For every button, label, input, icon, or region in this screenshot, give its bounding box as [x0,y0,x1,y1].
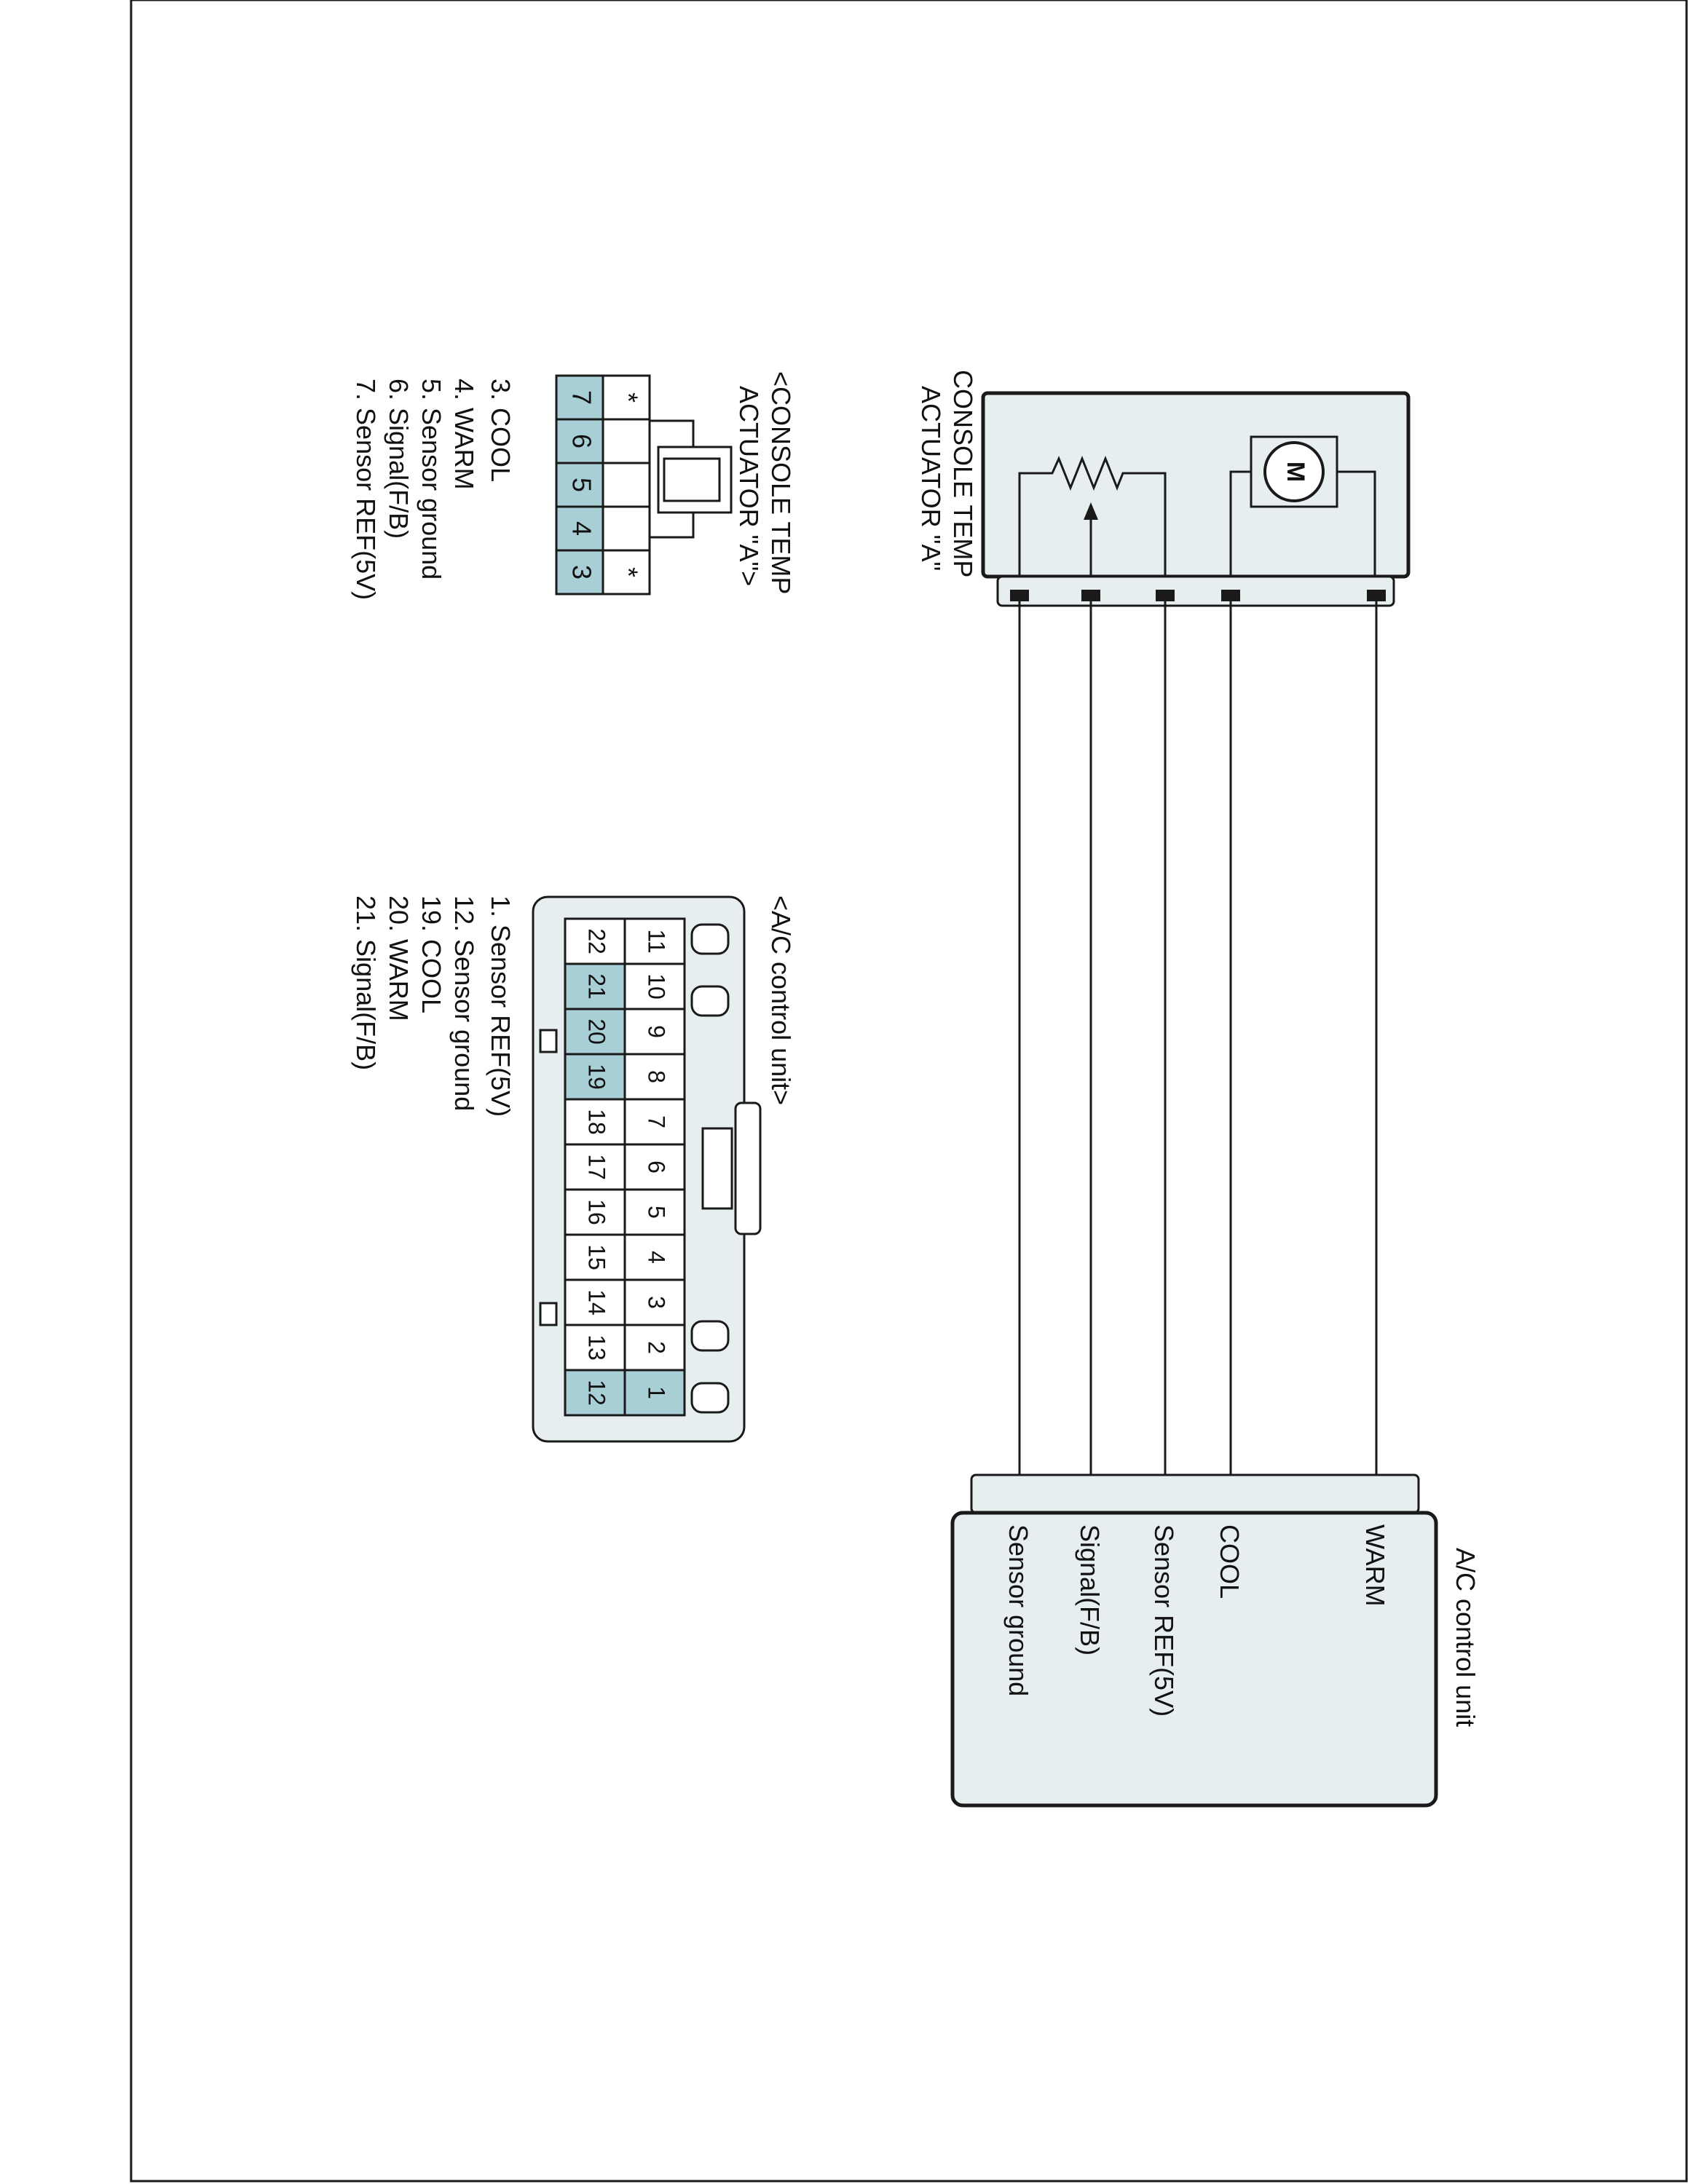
unit-connector-cell [623,1143,686,1191]
actuator-box [981,391,1411,579]
unit-legend-item: 12. Sensor ground [449,895,479,1111]
unit-connector-pin-number: 4 [644,1251,670,1264]
unit-connector-pin-number: 10 [644,973,670,1000]
wire-warm [1367,590,1386,1500]
actuator-legend-item: 7. Sensor REF(5V) [351,379,381,600]
actuator-connector-cell [602,462,651,508]
unit-connector-pin-number: 1 [644,1386,670,1399]
actuator-connector-title-line1: <CONSOLE TEMP [766,371,796,594]
unit-connector-pin-number: 16 [584,1199,610,1225]
unit-connector-pin-number: 7 [644,1115,670,1128]
unit-connector-pin-number: 19 [584,1064,610,1090]
unit-connector-cell [623,1008,686,1056]
actuator-legend-item: 3. COOL [486,379,516,482]
pin-label-cool: COOL [1215,1524,1245,1599]
pin-label-warm: WARM [1360,1524,1390,1607]
unit-connector-face: <A/C control unit> 111098765432122212019… [351,895,796,1443]
unit-legend-item: 21. Signal(F/B) [351,895,381,1070]
unit-connector-cell [623,1369,686,1417]
actuator-connector-pin-number: * [613,392,643,403]
actuator-connector-strip [996,575,1395,607]
unit-connector-cell [564,1098,626,1146]
actuator-legend-item: 6. Signal(F/B) [384,379,414,539]
unit-connector-pin-number: 13 [584,1334,610,1361]
unit-connector-pin-number: 2 [644,1341,670,1354]
pin-label-signal-fb: Signal(F/B) [1075,1524,1105,1655]
actuator-connector-cell [555,549,604,596]
page-frame [130,0,1688,2183]
unit-connector-pin-number: 3 [644,1296,670,1309]
actuator-connector-cell [602,549,651,596]
unit-connector-pin-number: 14 [584,1289,610,1315]
unit-connector-pin-number: 9 [644,1025,670,1038]
unit-connector-pin-number: 5 [644,1206,670,1219]
actuator-connector-pin-number: * [613,567,643,577]
unit-connector-pin-number: 17 [584,1154,610,1180]
actuator-connector-cell [555,462,604,508]
unit-connector-pin-number: 12 [584,1380,610,1406]
actuator-connector-cell [602,418,651,464]
unit-connector-pin-number: 22 [584,928,610,954]
control-unit-title: A/C control unit [1451,1548,1480,1727]
actuator-connector-title-line2: ACTUATOR "A"> [734,386,764,586]
unit-connector-pin-number: 6 [644,1160,670,1174]
unit-legend-item: 1. Sensor REF(5V) [486,895,516,1117]
unit-connector-pin-number: 18 [584,1109,610,1135]
potentiometer-icon [1018,455,1167,577]
control-unit-connector-strip [970,1473,1420,1514]
unit-connector-pin-number: 15 [584,1244,610,1270]
actuator-connector-pin-number: 5 [567,478,596,492]
unit-connector-pin-number: 20 [584,1018,610,1045]
actuator-connector-pin-number: 6 [567,434,596,448]
control-unit-box [950,1511,1438,1808]
actuator-connector-pin-number: 3 [567,565,596,579]
wire-sensor-ground [1010,590,1029,1500]
wire-signal-fb [1081,590,1100,1500]
motor-icon: M [1229,435,1376,577]
actuator-title-line1: CONSOLE TEMP [948,370,978,577]
actuator-legend-item: 5. Sensor ground [417,379,446,579]
unit-connector-title: <A/C control unit> [766,895,796,1105]
actuator-connector-cell [555,374,604,421]
pin-label-sensor-ground: Sensor ground [1003,1524,1033,1696]
actuator-connector-pin-number: 7 [567,390,596,405]
unit-connector-cell [564,917,626,965]
pin-label-sensor-ref: Sensor REF(5V) [1149,1524,1179,1717]
unit-connector-cell [623,1098,686,1146]
unit-connector-cell [623,962,686,1010]
motor-symbol: M [1282,462,1309,482]
unit-legend-item: 20. WARM [384,895,414,1021]
actuator-connector-pin-number: 4 [567,521,596,536]
actuator-legend-item: 4. WARM [449,379,479,490]
wire-sensor-ref [1156,590,1175,1500]
unit-connector-pin-number: 8 [644,1070,670,1083]
unit-connector-cell [564,1369,626,1417]
actuator-title-line2: ACTUATOR "A" [916,386,946,571]
unit-legend-item: 19. COOL [417,895,446,1013]
unit-connector-pin-number: 21 [584,973,610,1000]
actuator-connector-cell [602,505,651,552]
wire-cool [1221,590,1240,1500]
unit-connector-cell [564,1233,626,1281]
unit-connector-pin-number: 11 [644,929,670,953]
unit-connector-cell [564,962,626,1010]
schematic: M CONSOLE TEMP ACTUATOR "A" [916,370,1480,1808]
actuator-connector-face: <CONSOLE TEMP ACTUATOR "A"> * * 7 6 5 4 3 3. C… [351,371,796,600]
unit-connector-cell [564,1008,626,1056]
unit-connector-cell [564,1278,626,1326]
